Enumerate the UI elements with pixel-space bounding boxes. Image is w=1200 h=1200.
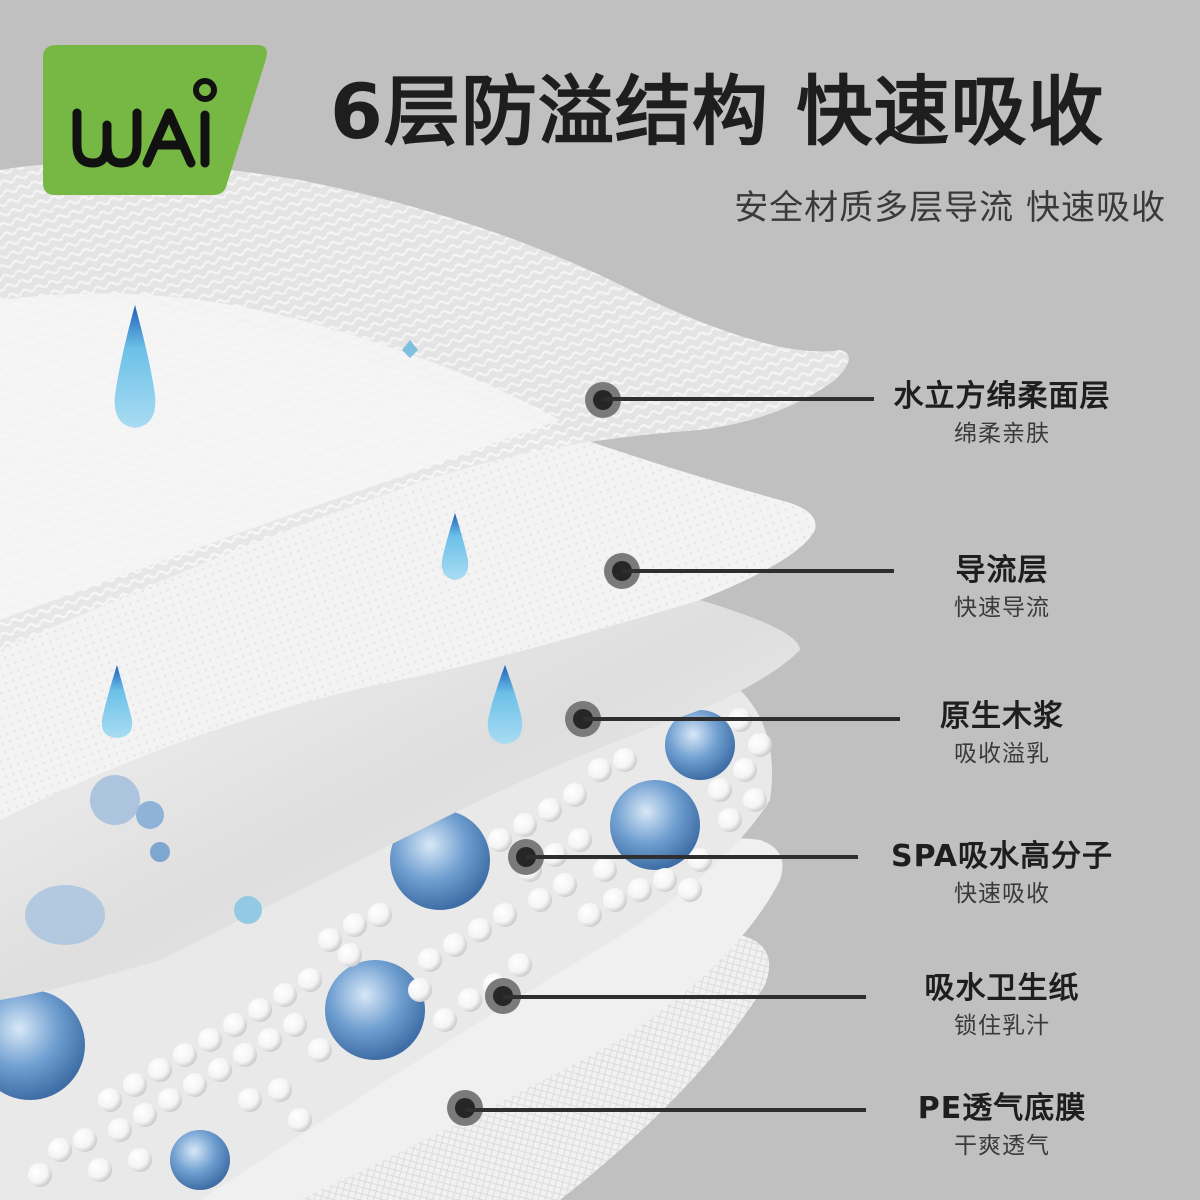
layer-1-subtitle: 绵柔亲肤 bbox=[954, 421, 1050, 447]
layer-2-leader-line bbox=[622, 569, 894, 573]
layer-6-subtitle: 干爽透气 bbox=[954, 1133, 1050, 1159]
layer-2-label: 导流层 快速导流 bbox=[872, 552, 1132, 626]
page-headline: 6层防溢结构 快速吸收 bbox=[330, 67, 1105, 156]
layer-5-leader-line bbox=[503, 995, 866, 999]
water-droplet-icons bbox=[101, 305, 523, 744]
layer-2-subtitle: 快速导流 bbox=[954, 595, 1050, 621]
layer-1-leader-line bbox=[603, 397, 874, 401]
white-absorbent-beads bbox=[28, 708, 772, 1187]
layer-3-marker bbox=[565, 701, 601, 737]
layer-5-title: 吸水卫生纸 bbox=[924, 971, 1080, 1006]
layer-3-label: 原生木浆 吸收溢乳 bbox=[872, 698, 1132, 772]
layer-4-title: SPA吸水高分子 bbox=[890, 839, 1114, 874]
layer-5-label: 吸水卫生纸 锁住乳汁 bbox=[872, 970, 1132, 1044]
brand-logo bbox=[43, 45, 270, 195]
layer-5-subtitle: 锁住乳汁 bbox=[954, 1013, 1050, 1039]
layer-4-subtitle: 快速吸收 bbox=[954, 881, 1050, 907]
layer-1-title: 水立方绵柔面层 bbox=[893, 379, 1111, 414]
gel-beads bbox=[0, 710, 735, 1190]
layer-6-title: PE透气底膜 bbox=[917, 1091, 1087, 1126]
layer-3-title: 原生木浆 bbox=[940, 699, 1064, 734]
layer-6-leader-line bbox=[465, 1108, 866, 1112]
layer-6-label: PE透气底膜 干爽透气 bbox=[872, 1090, 1132, 1164]
layer-3-leader-line bbox=[583, 717, 900, 721]
layer-1-label: 水立方绵柔面层 绵柔亲肤 bbox=[872, 378, 1132, 452]
layer-4-leader-line bbox=[526, 855, 858, 859]
layer-4-label: SPA吸水高分子 快速吸收 bbox=[872, 838, 1132, 912]
page-subheadline: 安全材质多层导流 快速吸收 bbox=[734, 188, 1166, 228]
layer-2-title: 导流层 bbox=[955, 553, 1049, 588]
pulp-bubbles bbox=[25, 775, 262, 945]
layer-3-subtitle: 吸收溢乳 bbox=[954, 741, 1050, 767]
